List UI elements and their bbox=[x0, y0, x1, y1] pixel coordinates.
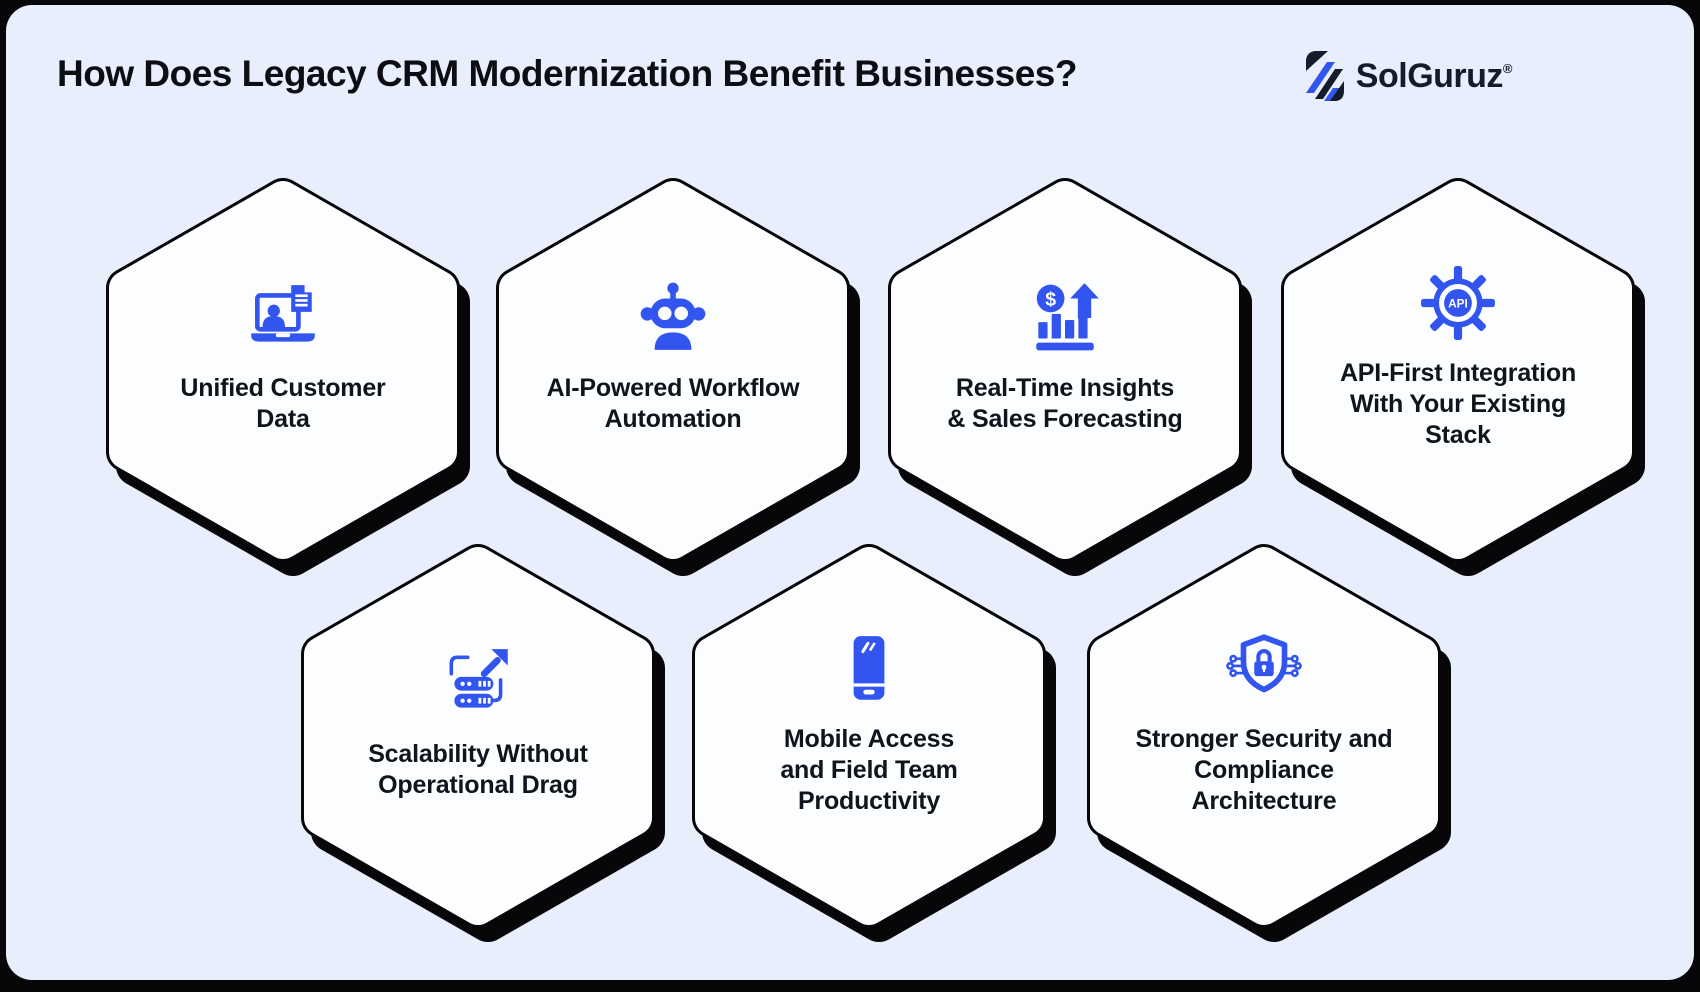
benefit-label: Unified Customer Data bbox=[180, 374, 386, 433]
infographic-canvas: How Does Legacy CRM Modernization Benefi… bbox=[6, 5, 1694, 980]
benefit-card-api-first-integration: API API-First Integration With Your Exis… bbox=[1281, 178, 1647, 578]
benefit-card-unified-customer-data: Unified Customer Data bbox=[106, 178, 472, 578]
benefit-card-real-time-insights: $ Real-Time Insights & Sales Forecasting bbox=[888, 178, 1254, 578]
benefit-label: AI-Powered Workflow Automation bbox=[546, 374, 800, 433]
brand-name: SolGuruz® bbox=[1355, 56, 1513, 95]
sales-growth-chart-icon: $ bbox=[1026, 279, 1104, 357]
benefit-label: Scalability Without Operational Drag bbox=[368, 740, 588, 799]
benefit-card-mobile-access: Mobile Access and Field Team Productivit… bbox=[692, 544, 1058, 944]
benefit-label: API-First Integration With Your Existing… bbox=[1339, 358, 1577, 449]
benefit-card-ai-workflow-automation: AI-Powered Workflow Automation bbox=[496, 178, 862, 578]
benefit-label: Real-Time Insights & Sales Forecasting bbox=[947, 374, 1183, 433]
benefit-label: Stronger Security and Compliance Archite… bbox=[1135, 724, 1393, 815]
svg-text:API: API bbox=[1448, 296, 1468, 310]
brand-logo: SolGuruz® bbox=[1302, 49, 1513, 103]
svg-text:$: $ bbox=[1045, 289, 1056, 311]
robot-icon bbox=[634, 279, 712, 357]
scalable-servers-icon bbox=[439, 645, 517, 723]
benefit-card-security-compliance: Stronger Security and Compliance Archite… bbox=[1087, 544, 1453, 944]
benefit-card-scalability: Scalability Without Operational Drag bbox=[301, 544, 667, 944]
smartphone-icon bbox=[830, 630, 908, 708]
shield-lock-circuit-icon bbox=[1225, 630, 1303, 708]
registered-mark: ® bbox=[1502, 60, 1513, 76]
api-gear-icon: API bbox=[1419, 264, 1497, 342]
solguruz-logo-icon bbox=[1302, 49, 1348, 103]
laptop-customer-profile-icon bbox=[244, 279, 322, 357]
page-title: How Does Legacy CRM Modernization Benefi… bbox=[57, 53, 1077, 94]
benefit-label: Mobile Access and Field Team Productivit… bbox=[780, 724, 958, 815]
